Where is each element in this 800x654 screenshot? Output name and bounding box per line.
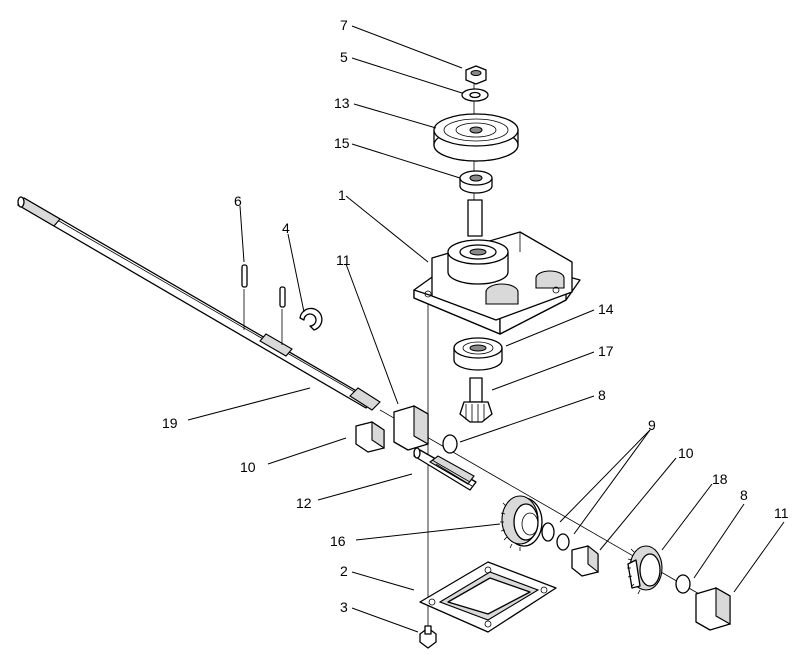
callout-4: 4 bbox=[282, 220, 290, 236]
bushing-11-upper bbox=[393, 405, 429, 451]
roll-pin-6 bbox=[241, 264, 286, 345]
leader-lines bbox=[187, 25, 785, 633]
bushing-11-lower bbox=[695, 587, 731, 631]
splined-shaft-12 bbox=[413, 447, 477, 491]
cover-plate-2 bbox=[419, 561, 557, 633]
washer-8-upper bbox=[442, 434, 458, 454]
callout-12: 12 bbox=[296, 495, 312, 511]
callout-10-left: 10 bbox=[240, 459, 256, 475]
callout-16: 16 bbox=[330, 533, 346, 549]
callout-14: 14 bbox=[598, 301, 614, 317]
callout-2: 2 bbox=[340, 563, 348, 579]
callout-7: 7 bbox=[340, 17, 348, 33]
callout-11-lower: 11 bbox=[774, 505, 789, 521]
bolt-3 bbox=[419, 625, 437, 649]
callout-11-upper: 11 bbox=[336, 252, 351, 268]
callout-15: 15 bbox=[334, 135, 350, 151]
callout-8-lower: 8 bbox=[740, 487, 748, 503]
pulley-13 bbox=[433, 113, 519, 162]
e-clip-4 bbox=[299, 307, 323, 331]
callout-10-right: 10 bbox=[678, 445, 694, 461]
washer-9-b bbox=[556, 533, 570, 551]
bushing-10-right bbox=[571, 544, 599, 577]
hex-nut-7 bbox=[465, 65, 487, 85]
washer-9-a bbox=[541, 522, 555, 542]
washer-5 bbox=[461, 88, 489, 102]
callout-8-upper: 8 bbox=[598, 387, 606, 403]
callout-3: 3 bbox=[340, 599, 348, 615]
callout-19: 19 bbox=[162, 415, 178, 431]
washer-8-lower bbox=[675, 574, 691, 594]
callout-18: 18 bbox=[712, 471, 728, 487]
callout-9: 9 bbox=[648, 417, 656, 433]
callout-6: 6 bbox=[234, 193, 242, 209]
bearing-14 bbox=[453, 337, 503, 371]
gear-16 bbox=[500, 495, 543, 551]
callout-17: 17 bbox=[598, 343, 614, 359]
gear-18 bbox=[627, 545, 663, 595]
bushing-10-left bbox=[355, 420, 385, 453]
callout-13: 13 bbox=[334, 95, 350, 111]
callout-1: 1 bbox=[338, 187, 346, 203]
callout-5: 5 bbox=[340, 49, 348, 65]
pinion-17 bbox=[459, 377, 493, 423]
horizontal-axis-line bbox=[379, 409, 721, 607]
axle-shaft bbox=[17, 196, 381, 411]
gearbox-housing-1 bbox=[413, 199, 581, 335]
spacer-15 bbox=[459, 170, 493, 194]
